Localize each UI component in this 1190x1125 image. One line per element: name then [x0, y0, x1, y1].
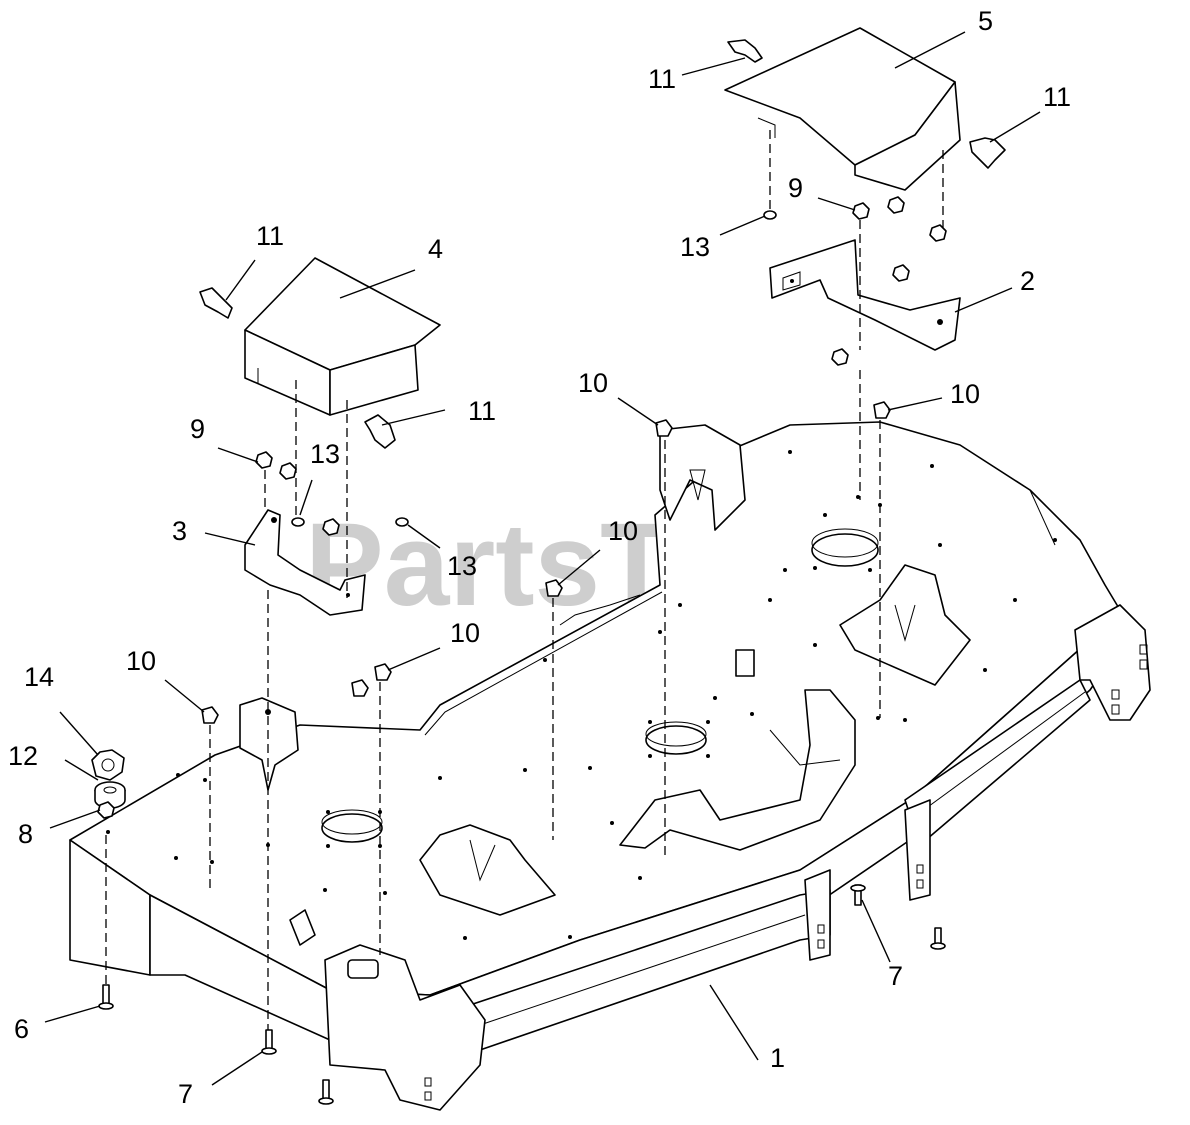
- nut-right-c: [892, 264, 910, 282]
- callout-1: 1: [770, 1043, 785, 1073]
- right-belt-cover-bracket: [769, 239, 961, 351]
- spacer: [735, 649, 755, 677]
- callout-10d: 10: [450, 618, 480, 648]
- washer-13-left-a: [291, 517, 305, 527]
- callout-13a: 13: [680, 232, 710, 262]
- deck-holes: [106, 450, 1057, 940]
- bolt-10-c: [545, 579, 563, 597]
- deck-mounting-brackets: [239, 424, 1151, 1111]
- spindle-opening-left: [321, 813, 383, 843]
- callout-11b: 11: [1043, 82, 1071, 112]
- bolt-10-b: [873, 401, 891, 419]
- left-belt-cover: [244, 257, 441, 416]
- bolt-10-d: [374, 663, 392, 681]
- callout-7a: 7: [178, 1079, 193, 1109]
- callout-5: 5: [978, 6, 993, 36]
- nut-left-a: [279, 462, 297, 480]
- nut-9-left: [255, 451, 273, 469]
- bolt-7-left: [261, 1029, 277, 1055]
- nut-left-b: [322, 518, 340, 536]
- knob-11-top-right: [969, 137, 1006, 169]
- callout-labels: 1 2 3 4 5 6 7 7 8 9 9 10 10 10 10 10 11 …: [8, 6, 1071, 1109]
- callout-10a: 10: [578, 368, 608, 398]
- bolt-right: [831, 348, 849, 366]
- callout-11d: 11: [468, 396, 496, 426]
- callout-9a: 9: [190, 414, 205, 444]
- callout-4: 4: [428, 234, 443, 264]
- callout-14: 14: [24, 662, 54, 692]
- callout-12: 12: [8, 741, 38, 771]
- nut-right-a: [887, 196, 905, 214]
- knob-11-top-left: [727, 39, 763, 63]
- callout-2: 2: [1020, 266, 1035, 296]
- callout-10c: 10: [608, 516, 638, 546]
- assembly-lines: [105, 130, 944, 1030]
- bolt-7-right-b: [930, 927, 946, 950]
- bolt-7-left-b: [318, 1079, 334, 1105]
- nut-right-b: [929, 224, 947, 242]
- bolt-10-e: [351, 679, 369, 697]
- nut-8: [97, 801, 115, 819]
- knob-14: [91, 749, 125, 781]
- washer-13-left-b: [395, 517, 409, 527]
- spindle-opening-center: [645, 725, 707, 755]
- callout-13c: 13: [447, 551, 477, 581]
- callout-6: 6: [14, 1014, 29, 1044]
- callout-10b: 10: [950, 379, 980, 409]
- callout-11c: 11: [256, 221, 284, 251]
- nut-9-right: [852, 202, 870, 220]
- knob-11-left-upper: [199, 287, 233, 319]
- spindle-opening-right: [811, 533, 879, 567]
- bolt-10-f: [201, 706, 219, 724]
- callout-13b: 13: [310, 439, 340, 469]
- knob-11-left-lower: [364, 414, 396, 449]
- washer-13-right: [763, 210, 777, 220]
- hardware: [91, 39, 1006, 1105]
- callout-3: 3: [172, 516, 187, 546]
- spindle-openings: [321, 528, 879, 843]
- leader-lines: [44, 31, 1041, 1086]
- callout-8: 8: [18, 819, 33, 849]
- callout-10e: 10: [126, 646, 156, 676]
- callout-7b: 7: [888, 961, 903, 991]
- bolt-6: [98, 984, 114, 1010]
- right-belt-cover: [724, 27, 961, 191]
- bolt-10-a: [655, 419, 673, 437]
- callout-9b: 9: [788, 173, 803, 203]
- bolt-7-right: [850, 884, 866, 906]
- callout-11a: 11: [648, 64, 676, 94]
